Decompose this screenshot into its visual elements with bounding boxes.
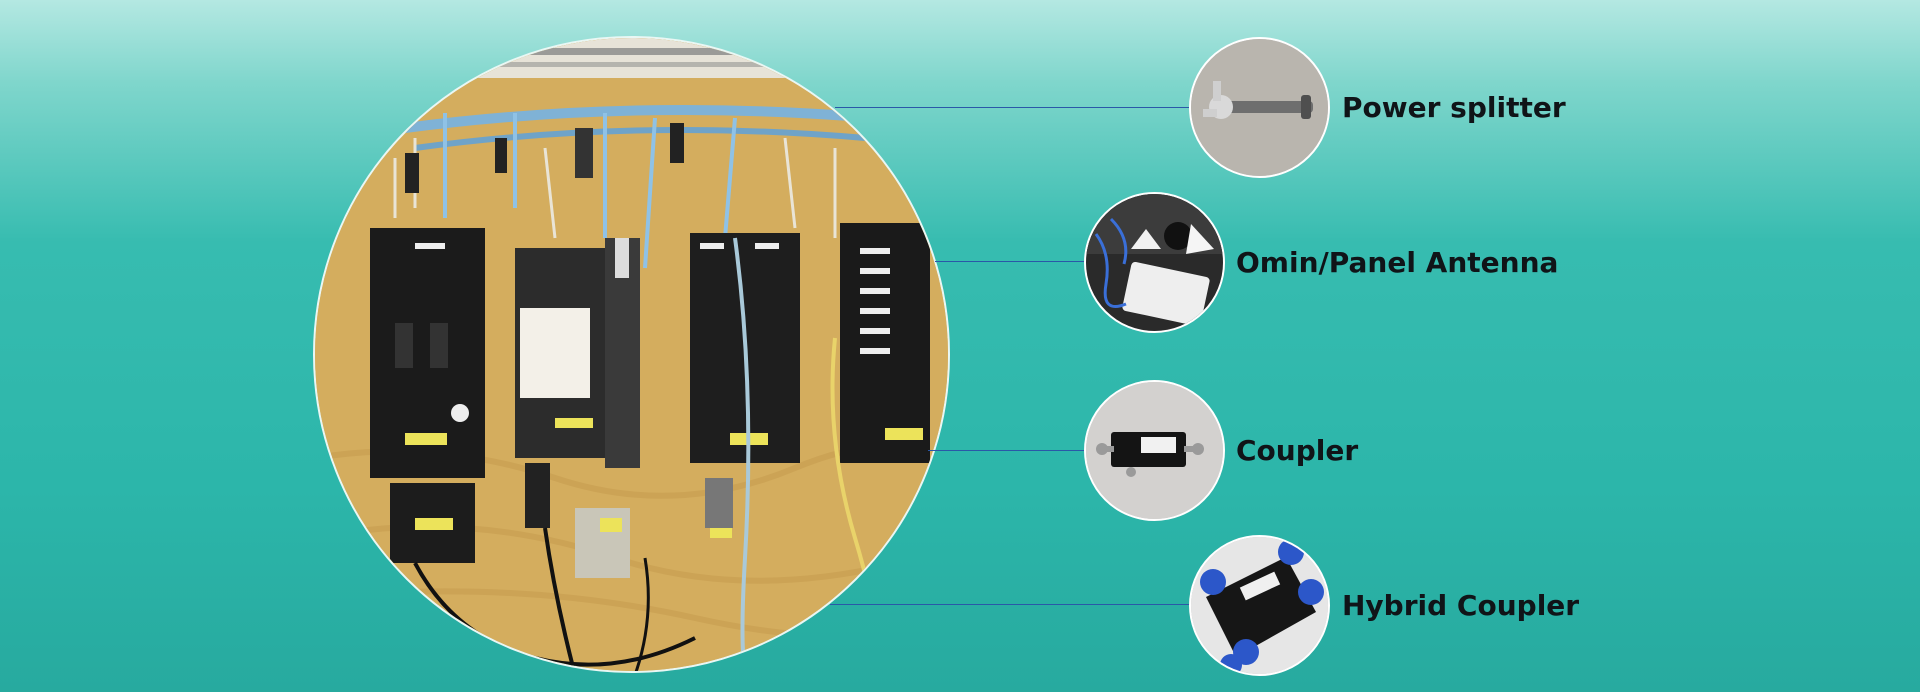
connector-line-coupler (928, 450, 1085, 451)
antenna-image (1086, 194, 1223, 331)
equipment-wall-photo (313, 36, 950, 673)
hybrid-coupler-image (1191, 537, 1328, 674)
power-splitter-thumbnail (1189, 37, 1330, 178)
equipment-wall-illustration (315, 38, 948, 671)
antenna-label: Omin/Panel Antenna (1236, 246, 1559, 279)
power-splitter-label: Power splitter (1342, 91, 1566, 124)
coupler-label: Coupler (1236, 434, 1359, 467)
coupler-image (1086, 382, 1223, 519)
power-splitter-image (1191, 39, 1328, 176)
coupler-thumbnail (1084, 380, 1225, 521)
hybrid-coupler-label: Hybrid Coupler (1342, 589, 1580, 622)
connector-line-hybrid-coupler (830, 604, 1190, 605)
connector-line-antenna (935, 261, 1085, 262)
antenna-thumbnail (1084, 192, 1225, 333)
hybrid-coupler-thumbnail (1189, 535, 1330, 676)
connector-line-power-splitter (835, 107, 1190, 108)
